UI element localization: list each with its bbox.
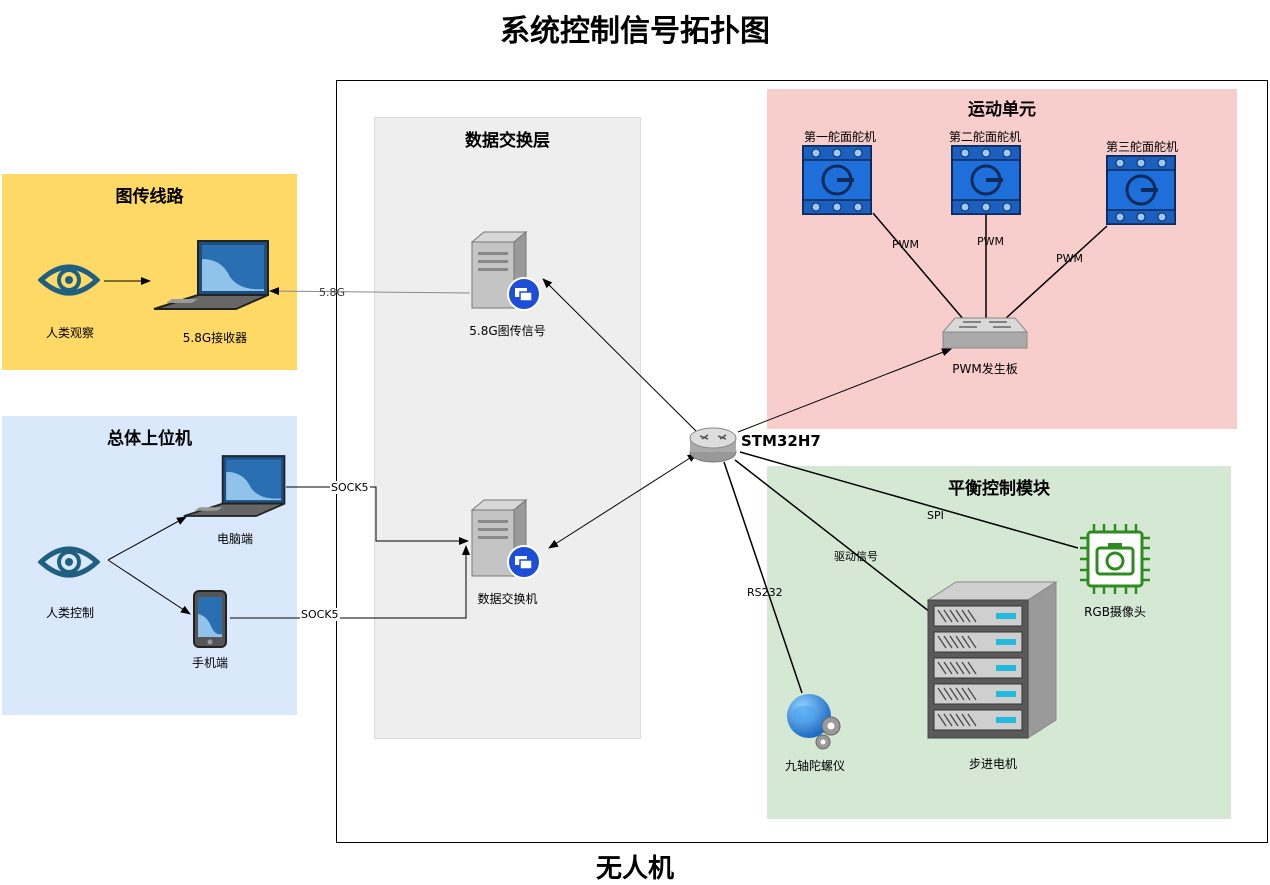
label-control: 人类控制 <box>45 606 94 620</box>
diagram-title: 系统控制信号拓扑图 <box>500 14 770 49</box>
edge-stm-gyro <box>723 461 803 694</box>
edge-label-sock5-phone: SOCK5 <box>300 608 340 621</box>
edge-pc-switch <box>286 486 469 545</box>
label-stm32: STM32H7 <box>741 432 821 450</box>
edge-stm-camera <box>739 451 1079 549</box>
servo-icon <box>951 145 1021 219</box>
edge-stm-stepper <box>734 459 931 613</box>
edge-pwm-servo3 <box>1003 225 1108 321</box>
servo-icon <box>802 145 872 219</box>
phone-icon <box>193 590 227 652</box>
edge-label-pwm2: PWM <box>977 235 1005 248</box>
group-exchange-title: 数据交换层 <box>465 131 550 151</box>
server-icon <box>470 228 542 318</box>
label-observe: 人类观察 <box>45 326 94 340</box>
edge-label-rs232: RS232 <box>747 586 783 599</box>
edge-phone-switch <box>230 545 470 619</box>
eye-icon <box>37 258 101 306</box>
drone-frame-label: 无人机 <box>595 854 674 884</box>
edge-label-sock5-pc: SOCK5 <box>330 481 370 494</box>
label-pc: 电脑端 <box>216 532 253 546</box>
globe-gear-icon <box>785 692 847 756</box>
pwm-board-icon <box>941 316 1029 356</box>
edge-label-pwm1: PWM <box>892 238 920 251</box>
label-servo1: 第一舵面舵机 <box>803 130 876 144</box>
label-pwm-board: PWM发生板 <box>952 362 1018 376</box>
edge-video-receiver <box>269 287 471 296</box>
label-stepper: 步进电机 <box>968 757 1017 771</box>
label-video-signal: 5.8G图传信号 <box>469 324 546 338</box>
edge-label-pwm3: PWM <box>1056 252 1084 265</box>
group-video-link-title: 图传线路 <box>115 187 184 207</box>
server-rack-icon <box>926 580 1058 744</box>
edge-control-phone <box>107 559 191 615</box>
label-receiver: 5.8G接收器 <box>182 331 248 345</box>
edge-pwm-servo1 <box>872 212 965 321</box>
group-exchange: 数据交换层 <box>374 117 641 739</box>
servo-icon <box>1106 155 1176 229</box>
label-phone: 手机端 <box>191 656 228 670</box>
edge-stm-video <box>542 278 699 434</box>
server-icon <box>470 496 542 586</box>
edge-label-spi: SPI <box>927 509 944 522</box>
edge-control-pc <box>107 516 187 561</box>
camera-chip-icon <box>1078 522 1152 600</box>
eye-icon <box>37 540 101 588</box>
label-gyro: 九轴陀螺仪 <box>784 759 845 773</box>
group-host-title: 总体上位机 <box>107 429 192 449</box>
drone-frame <box>336 80 1268 843</box>
group-motion-title: 运动单元 <box>968 100 1036 120</box>
edge-stm-switch <box>548 453 698 549</box>
edge-stm-pwm <box>737 348 952 433</box>
label-servo2: 第二舵面舵机 <box>948 130 1021 144</box>
laptop-icon <box>152 239 272 315</box>
router-icon <box>688 424 738 468</box>
edge-label-5.8g: 5.8G <box>319 286 346 299</box>
label-switch: 数据交换机 <box>477 592 538 606</box>
label-servo3: 第三舵面舵机 <box>1105 140 1178 154</box>
label-camera: RGB摄像头 <box>1084 605 1146 619</box>
group-balance-title: 平衡控制模块 <box>948 479 1050 499</box>
laptop-icon <box>182 449 288 527</box>
edge-label-drive: 驱动信号 <box>834 550 878 563</box>
